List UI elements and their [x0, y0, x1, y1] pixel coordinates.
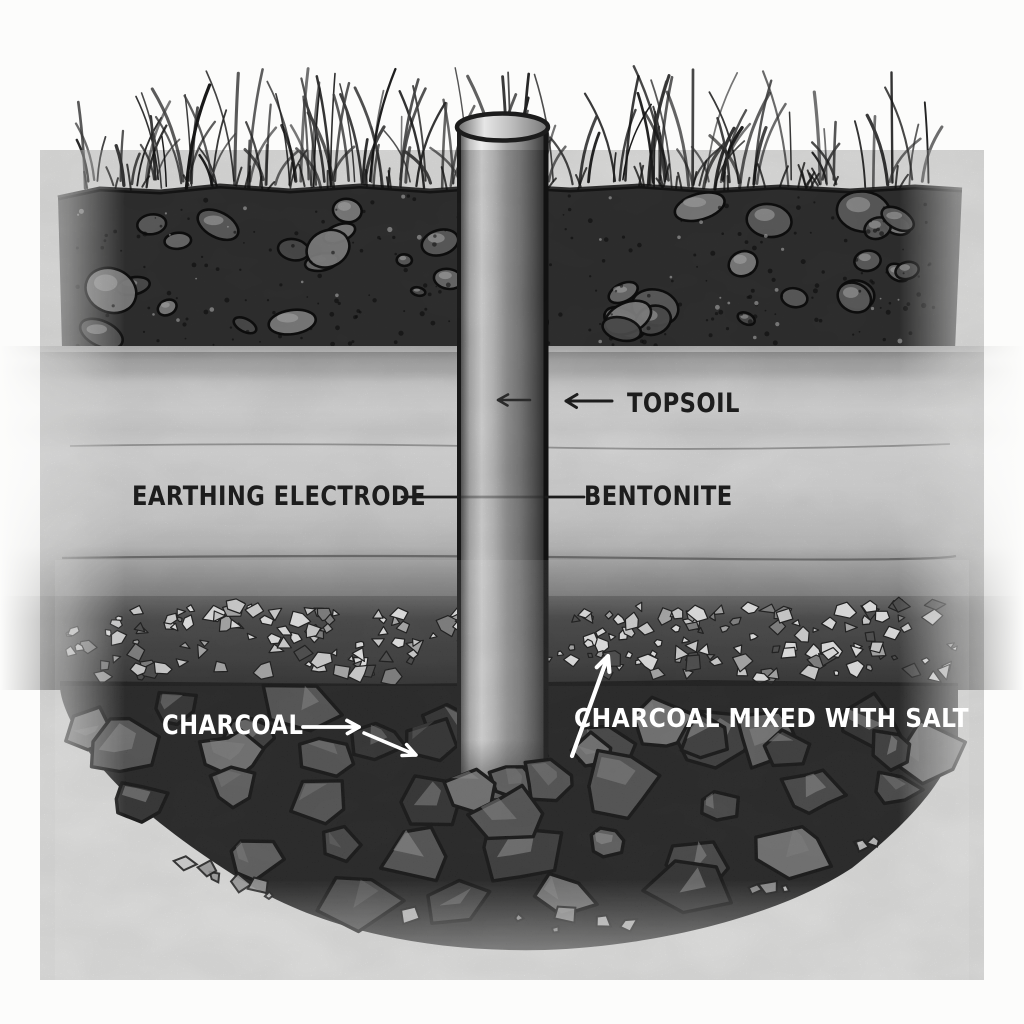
- label-charcoal: CHARCOAL: [162, 710, 304, 741]
- topsoil-inner-arrow-icon: [496, 393, 532, 407]
- electrode-cap: [454, 111, 551, 143]
- label-topsoil: TOPSOIL: [627, 388, 740, 419]
- topsoil-arrow-icon: [564, 393, 614, 409]
- label-earthing-electrode: EARTHING ELECTRODE: [132, 481, 427, 512]
- salt-arrow-icon: [569, 653, 612, 759]
- charcoal-arrow-secondary-icon: [362, 731, 418, 758]
- charcoal-arrow-icon: [301, 718, 361, 736]
- label-bentonite: BENTONITE: [584, 481, 733, 512]
- electrode-leader-line: [400, 495, 586, 499]
- tonal-blotch: [40, 150, 984, 980]
- label-charcoal-mixed-with-salt: CHARCOAL MIXED WITH SALT: [574, 704, 970, 734]
